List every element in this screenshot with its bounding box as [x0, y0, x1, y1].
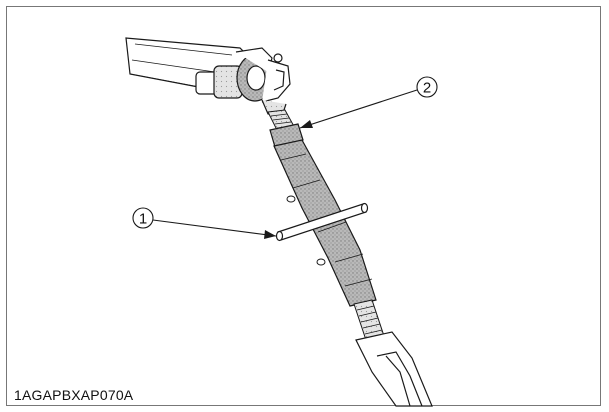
lower-clevis — [355, 331, 433, 407]
callout-1: 1 — [132, 207, 277, 239]
adjusting-bar — [275, 202, 369, 242]
tie-rod-end — [195, 47, 291, 117]
callout-2-label: 2 — [423, 80, 431, 97]
callout-2: 2 — [299, 76, 438, 129]
lower-thread — [353, 299, 385, 341]
clamp-bolts — [286, 195, 326, 266]
figure-code: 1AGAPBXAP070A — [14, 387, 134, 403]
callout-1-label: 1 — [139, 211, 147, 228]
